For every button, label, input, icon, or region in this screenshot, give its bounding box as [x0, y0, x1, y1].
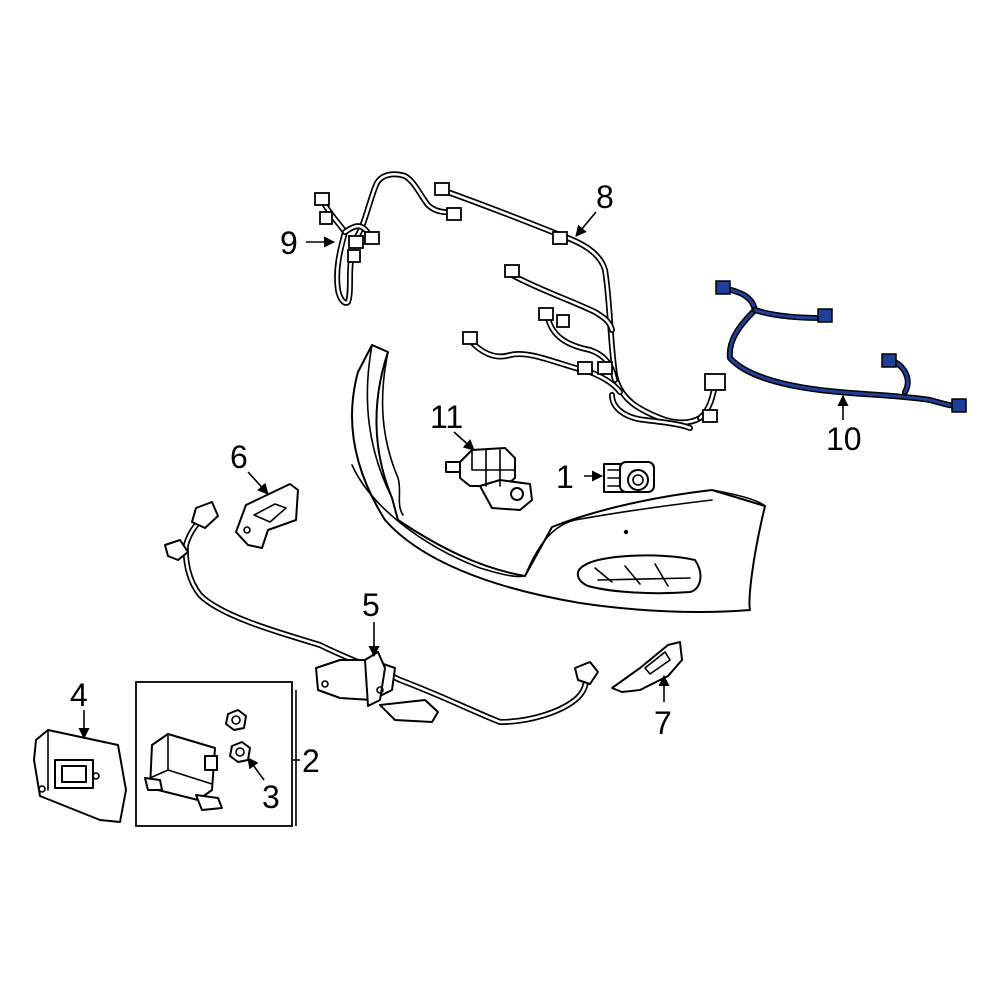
part-2-box [135, 681, 293, 827]
part-4-module [33, 729, 127, 823]
callout-9: 9 [280, 225, 298, 261]
callout-10: 10 [826, 421, 862, 457]
callout-6: 6 [230, 439, 248, 475]
wire-harness-9 [314, 192, 380, 306]
callout-4: 4 [70, 677, 88, 713]
callout-11: 11 [430, 399, 463, 435]
part-7-bracket [611, 641, 683, 693]
wire-harness-10 [715, 280, 967, 413]
wire-harness-8 [352, 171, 726, 431]
part-1-sensor [603, 461, 655, 493]
callout-8: 8 [596, 179, 614, 215]
callout-3: 3 [262, 779, 280, 815]
part-11-module [445, 447, 533, 511]
callout-1: 1 [556, 459, 574, 495]
callout-2: 2 [302, 743, 320, 779]
callouts: 1 2 3 4 5 6 7 8 9 10 11 [70, 179, 862, 815]
part-5-beam [164, 501, 599, 725]
callout-5: 5 [362, 587, 380, 623]
leader-lines [78, 211, 849, 826]
callout-7: 7 [654, 705, 672, 741]
bumper-cover [351, 344, 766, 613]
part-6-bracket [235, 483, 299, 549]
